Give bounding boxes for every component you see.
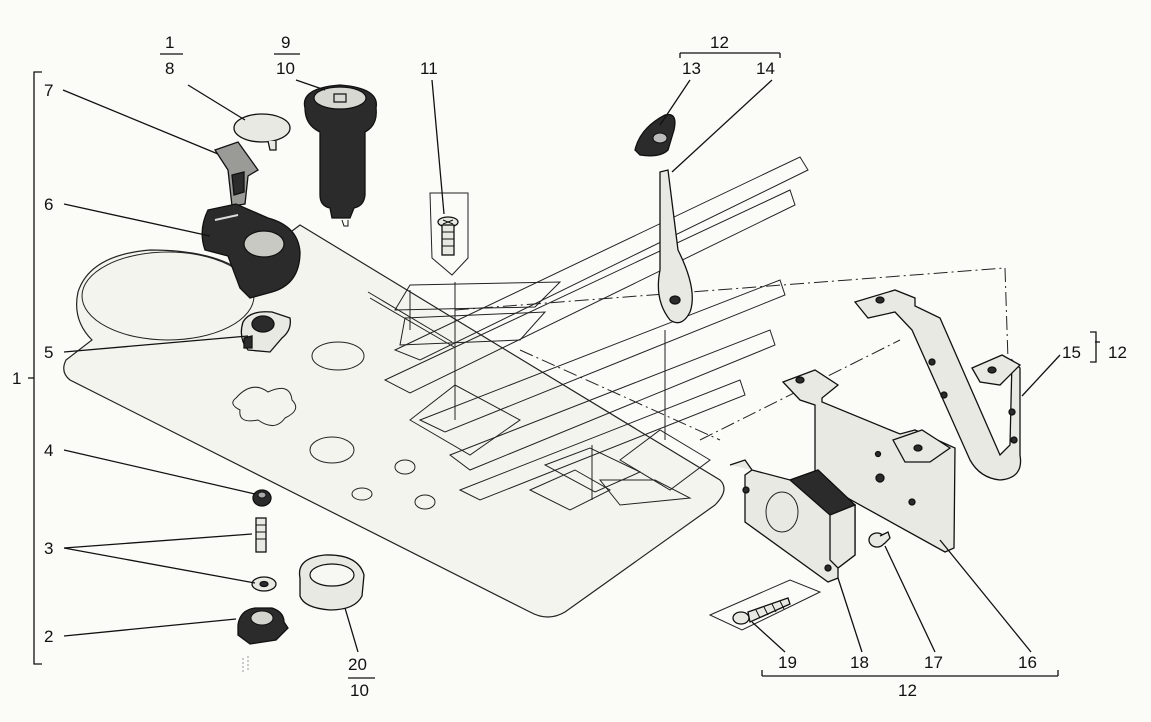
label-13: 13: [682, 59, 701, 78]
self-tapping-screw-part: [708, 579, 822, 631]
base-part: [237, 607, 289, 672]
pointer-part: [657, 169, 693, 324]
cap-disc-part: [233, 113, 291, 151]
label-17: 17: [924, 653, 943, 672]
assembly-axes: [454, 267, 1009, 441]
small-screw-part: [868, 531, 891, 548]
label-20: 20: [348, 655, 367, 674]
label-1-side: 1: [12, 369, 21, 388]
label-10-top: 10: [276, 59, 295, 78]
label-16: 16: [1018, 653, 1037, 672]
switch-knob-part: [303, 84, 377, 227]
group-bracket-1: [28, 71, 42, 665]
label-1-top: 1: [165, 33, 174, 52]
u-bracket-part: [853, 289, 1022, 481]
label-18: 18: [850, 653, 869, 672]
rotor-part: [240, 311, 291, 353]
label-8: 8: [165, 59, 174, 78]
leader-lines: [62, 79, 1100, 653]
label-12-top: 12: [710, 33, 729, 52]
housing-part: [201, 203, 301, 299]
latch-part: [214, 141, 259, 207]
fraction-bars: [160, 52, 1059, 679]
label-12-bottom: 12: [898, 681, 917, 700]
label-11: 11: [420, 59, 438, 78]
nut-part: [252, 489, 272, 507]
mounting-plate-part: [781, 369, 956, 553]
pointer-knob-part: [634, 113, 676, 157]
label-2: 2: [44, 627, 53, 646]
screw-detail: [429, 192, 469, 276]
label-3: 3: [44, 539, 53, 558]
instrument-panel-plate: [63, 224, 725, 618]
label-15: 15: [1062, 343, 1081, 362]
label-6: 6: [44, 195, 53, 214]
label-5: 5: [44, 343, 53, 362]
pin-part: [255, 517, 267, 553]
label-12-side: 12: [1108, 343, 1127, 362]
label-19: 19: [778, 653, 797, 672]
label-7: 7: [44, 81, 53, 100]
washer-part: [251, 576, 277, 592]
group-bracket-15: [1090, 331, 1097, 363]
label-9: 9: [281, 33, 290, 52]
large-nut-part: [298, 554, 365, 611]
label-14: 14: [756, 59, 775, 78]
label-4: 4: [44, 441, 53, 460]
callout-labels: 1 8 9 10 11 12 13 14 7 6 5 1 4 3 2 20 10…: [12, 33, 1127, 700]
label-10-bottom: 10: [350, 681, 369, 700]
